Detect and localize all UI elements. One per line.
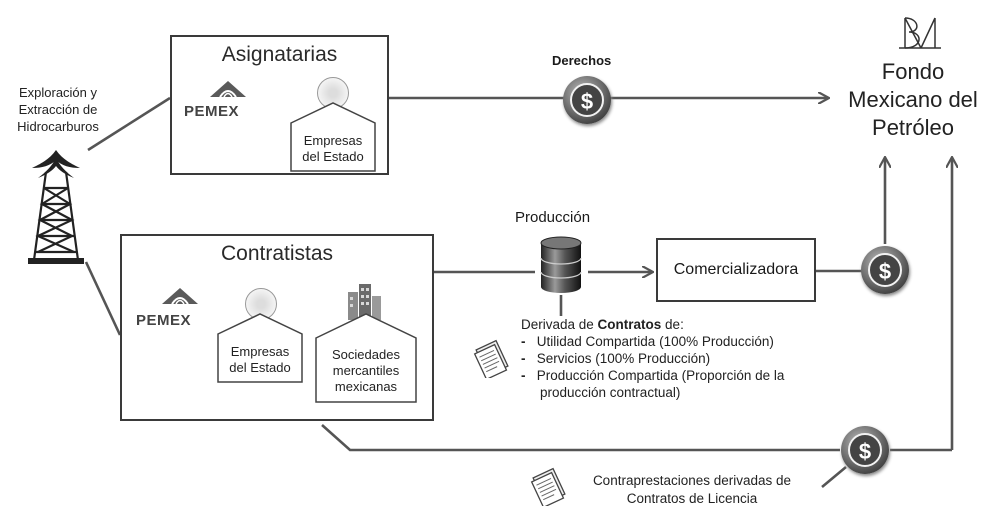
contrato-item: - Utilidad Compartida (100% Producción) — [521, 334, 774, 349]
contrato-item-text: Servicios (100% Producción) — [536, 351, 711, 366]
comercializadora-label: Comercializadora — [673, 261, 799, 278]
asignatarias-title: Asignatarias — [221, 43, 338, 66]
coin-inner: $ — [848, 433, 882, 467]
label-line: del Estado — [302, 149, 364, 164]
contrato-item: - Producción Compartida (Proporción de l… — [521, 368, 785, 383]
label-line: Empresas — [230, 344, 290, 359]
contract-document-icon — [473, 338, 511, 381]
produccion-label: Producción — [515, 209, 591, 226]
fondo-line: Mexicano del — [848, 87, 978, 112]
licencia-line: Contratos de Licencia — [626, 491, 758, 506]
empresas-estado-house — [290, 102, 376, 172]
asignatarias-empresas-label: Empresas del Estado — [287, 133, 379, 165]
label-line: mercantiles — [332, 363, 400, 378]
pemex-logo-text: PEMEX — [136, 312, 192, 329]
buildings-icon — [344, 282, 384, 320]
contrato-item-text: Producción Compartida (Proporción de la — [536, 368, 785, 383]
licencia-document-icon — [530, 466, 568, 509]
pemex-logo: PEMEX — [184, 79, 254, 129]
label-line: del Estado — [229, 360, 291, 375]
source-label: Exploración y Extracción de Hidrocarburo… — [2, 84, 114, 135]
oil-derrick-icon — [16, 150, 96, 270]
fondo-line: Petróleo — [872, 115, 954, 140]
contrato-item-text: Utilidad Compartida (100% Producción) — [536, 334, 774, 349]
licencia-line: Contraprestaciones derivadas de — [592, 473, 792, 488]
contrato-item-cont: producción contractual) — [521, 384, 841, 401]
contratistas-box: Contratistas PEMEX Empresas del Estado — [120, 234, 434, 421]
comercializadora-coin-icon: $ — [861, 246, 909, 294]
label-line: mexicanas — [334, 379, 398, 394]
label-line: Empresas — [303, 133, 363, 148]
contratos-intro: Derivada de Contratos de: — [521, 316, 841, 333]
source-label-line: Hidrocarburos — [17, 119, 99, 134]
fondo-logo-icon — [893, 14, 943, 54]
derechos-coin-icon: $ — [563, 76, 611, 124]
licencia-coin-icon: $ — [841, 426, 889, 474]
coin-inner: $ — [570, 83, 604, 117]
intro-bold: Contratos — [597, 317, 662, 332]
source-label-line: Extracción de — [18, 102, 98, 117]
contratistas-title: Contratistas — [220, 242, 334, 265]
contrato-item: - Servicios (100% Producción) — [521, 351, 711, 366]
intro-prefix: Derivada de — [521, 317, 598, 332]
asignatarias-box: Asignatarias PEMEX Empresas del Estado — [170, 35, 389, 175]
coin-inner: $ — [868, 253, 902, 287]
comercializadora-box: Comercializadora — [656, 238, 816, 302]
pemex-logo: PEMEX — [136, 286, 216, 336]
contratistas-empresas-label: Empresas del Estado — [214, 344, 306, 376]
barrel-icon — [538, 236, 584, 294]
source-label-line: Exploración y — [18, 85, 98, 100]
empresas-estado-house — [217, 313, 303, 383]
fondo-title: Fondo Mexicano del Petróleo — [838, 58, 987, 142]
sociedades-label: Sociedades mercantiles mexicanas — [312, 347, 420, 395]
label-line: Sociedades — [332, 347, 400, 362]
fondo-line: Fondo — [881, 59, 945, 84]
sociedades-house — [315, 313, 417, 403]
derechos-label: Derechos — [552, 53, 612, 68]
contratos-description: Derivada de Contratos de: - Utilidad Com… — [521, 316, 841, 401]
intro-suffix: de: — [661, 317, 684, 332]
pemex-logo-text: PEMEX — [184, 103, 240, 120]
licencia-label: Contraprestaciones derivadas de Contrato… — [572, 472, 812, 508]
contrato-item-text: producción contractual) — [540, 385, 681, 400]
